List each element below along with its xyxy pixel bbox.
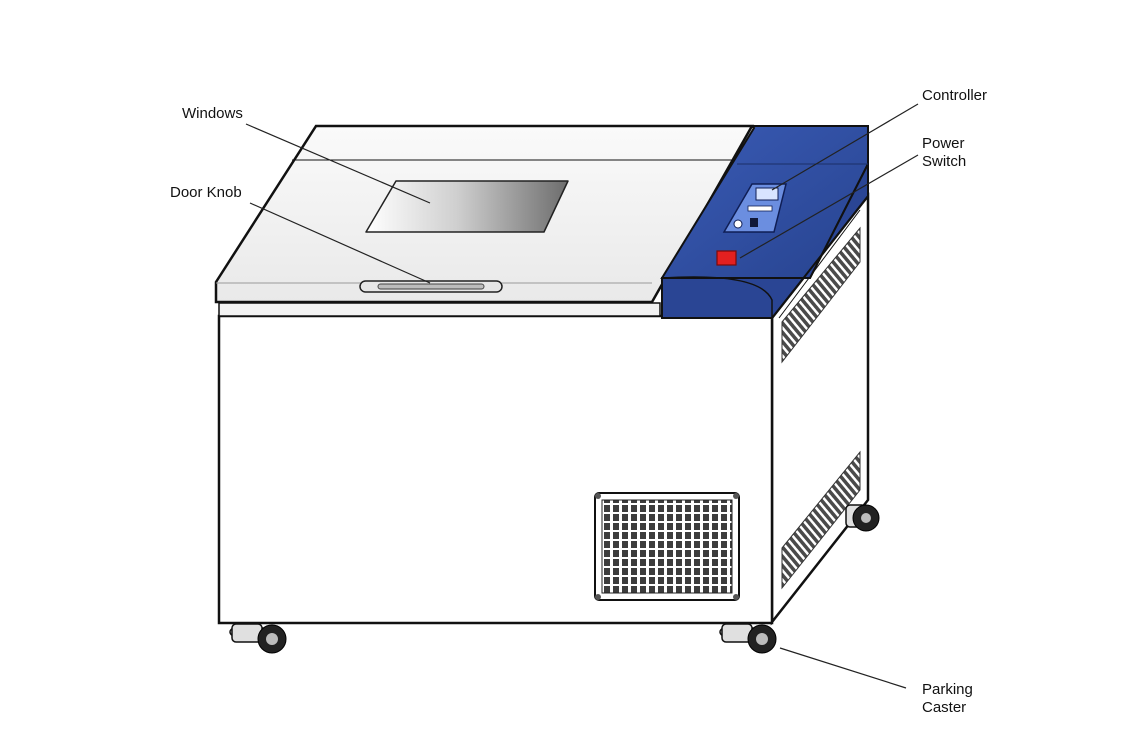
- label-controller-text: Controller: [922, 87, 988, 104]
- label-parking-caster-line1: Parking: [922, 681, 973, 698]
- side-vent-upper: [781, 226, 861, 364]
- label-door-knob: Door Knob: [170, 184, 242, 202]
- label-door-knob-text: Door Knob: [170, 184, 242, 201]
- lcd-display-icon: [755, 187, 779, 201]
- controller-panel[interactable]: [722, 183, 787, 233]
- leader-power-switch: [739, 154, 919, 259]
- side-vent-lower: [781, 450, 861, 590]
- cabinet-front: [217, 302, 774, 625]
- power-switch[interactable]: [716, 250, 737, 266]
- door-knob[interactable]: [359, 280, 503, 293]
- leader-lines: [245, 103, 919, 689]
- label-windows-text: Windows: [182, 105, 243, 122]
- leader-windows: [245, 123, 431, 204]
- leader-door-knob: [249, 202, 431, 284]
- leader-controller: [771, 103, 919, 191]
- label-parking-caster: Parking Caster: [922, 681, 973, 717]
- controller-dial-icon[interactable]: [733, 219, 743, 229]
- caster-front-right[interactable]: [719, 623, 777, 654]
- front-vent-grille: [594, 492, 740, 601]
- label-power-switch-line2: Switch: [922, 153, 967, 170]
- leader-parking-caster: [779, 647, 907, 689]
- label-parking-caster-line2: Caster: [922, 699, 967, 716]
- viewing-window: [365, 180, 569, 233]
- label-power-switch-line1: Power: [922, 135, 965, 152]
- label-windows: Windows: [182, 105, 243, 123]
- caster-rear-right[interactable]: [845, 504, 880, 532]
- cabinet-side-panel: [770, 192, 870, 626]
- label-controller: Controller: [922, 87, 987, 105]
- label-power-switch: Power Switch: [922, 135, 966, 171]
- caster-front-left[interactable]: [229, 623, 287, 654]
